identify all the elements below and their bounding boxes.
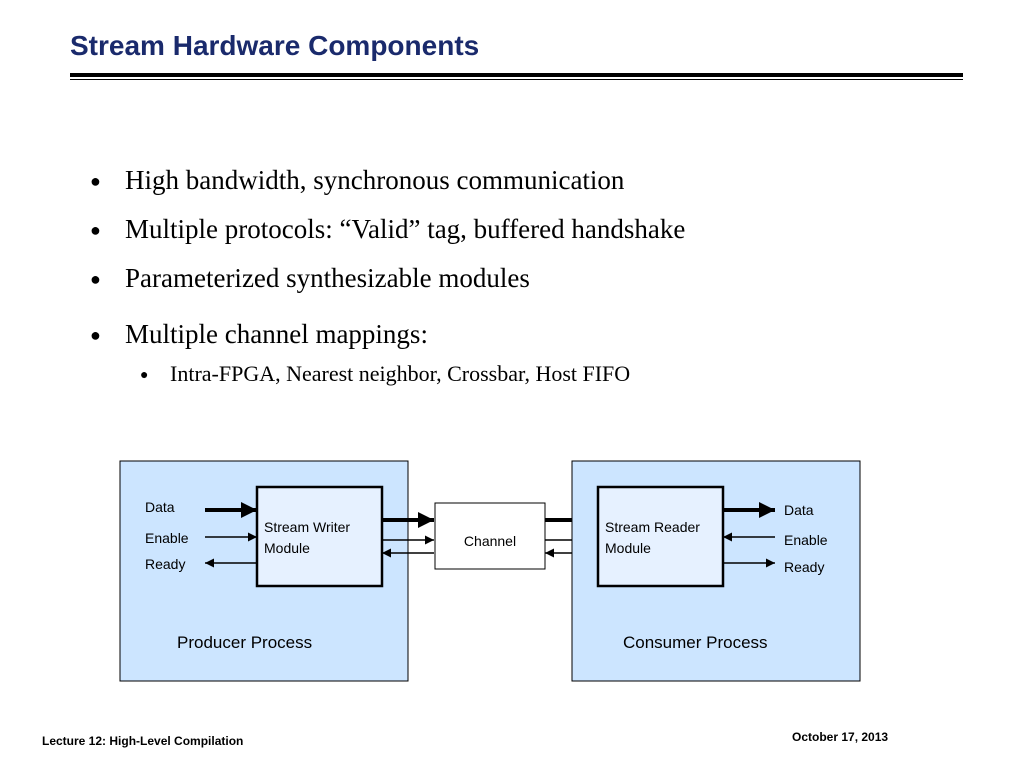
footer-date: October 17, 2013 [792,730,889,744]
bullet-dot: ● [90,220,101,240]
channel-label: Channel [464,533,516,549]
slide-title: Stream Hardware Components [70,30,480,61]
bullet-dot: ● [90,269,101,289]
producer-ready-label: Ready [145,556,185,572]
stream-reader-label-line1: Stream Reader [605,519,700,535]
consumer-data-label: Data [784,502,814,518]
sub-bullet-text: Intra-FPGA, Nearest neighbor, Crossbar, … [170,361,631,386]
producer-enable-label: Enable [145,530,189,546]
consumer-ready-label: Ready [784,559,824,575]
stream-writer-label-line2: Module [264,540,310,556]
bullet-text: Parameterized synthesizable modules [125,263,530,293]
stream-reader-label-line2: Module [605,540,651,556]
stream-writer-label-line1: Stream Writer [264,519,350,535]
channel-box [434,502,546,570]
consumer-enable-label: Enable [784,532,828,548]
stream-writer-module-box [255,485,384,588]
bullet-dot: ● [90,171,101,191]
title-rule-thick [70,73,963,77]
consumer-process-label: Consumer Process [623,633,768,652]
title-rule-thin [70,79,963,80]
bullet-text: Multiple channel mappings: [125,319,428,349]
bullet-dot: ● [90,325,101,345]
bullet-text: High bandwidth, synchronous communicatio… [125,165,625,195]
bullet-text: Multiple protocols: “Valid” tag, buffere… [125,214,686,244]
footer-lecture-title: Lecture 12: High-Level Compilation [42,734,244,748]
stream-reader-module-box [596,485,725,588]
producer-data-label: Data [145,499,175,515]
producer-process-label: Producer Process [177,633,312,652]
sub-bullet-dot: ● [140,368,149,383]
